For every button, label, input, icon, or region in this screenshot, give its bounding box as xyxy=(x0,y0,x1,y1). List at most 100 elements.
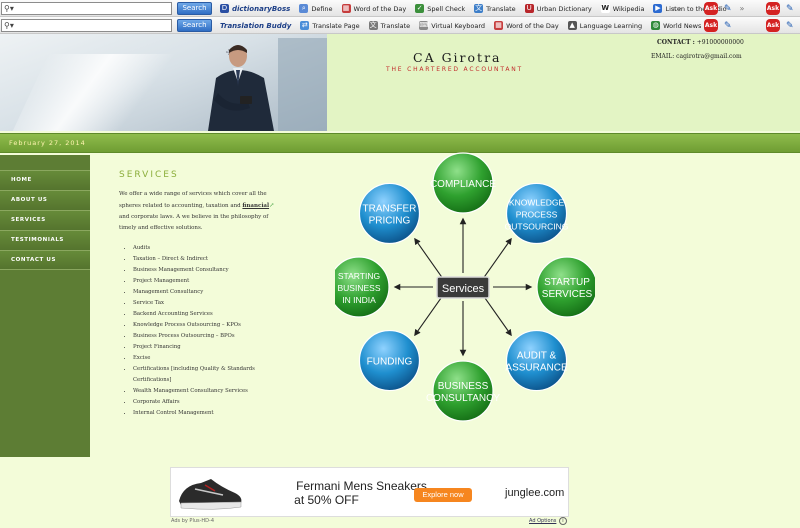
graduation-cap-icon: ▲ xyxy=(567,21,577,30)
toolbar-search-input[interactable]: ⚲▾ xyxy=(1,2,172,15)
toolbar2-ask-group[interactable]: Ask ✎ xyxy=(704,18,740,33)
ask-logo-icon[interactable]: Ask xyxy=(704,19,718,32)
sidebar-nav: HOME ABOUT US SERVICES TESTIMONIALS CONT… xyxy=(0,170,90,270)
diagram-node-label: BUSINESS xyxy=(438,381,489,392)
double-chevron-icon[interactable]: » xyxy=(739,4,745,13)
nav-about-us[interactable]: ABOUT US xyxy=(0,190,90,210)
diagram-node-label: STARTING xyxy=(338,271,380,281)
list-item: Internal Control Management xyxy=(133,408,284,419)
list-item: Management Consultancy xyxy=(133,287,284,298)
toolbar2-search-input[interactable]: ⚲▾ xyxy=(1,19,172,32)
site-title: CA Girotra xyxy=(413,50,502,65)
list-item: Service Tax xyxy=(133,298,284,309)
spellcheck-icon: ✓ xyxy=(415,4,425,13)
diagram-node-label: FUNDING xyxy=(367,357,413,368)
toolbar2-brand[interactable]: Translation Buddy xyxy=(220,21,292,30)
diagram-node-label: KNOWLEDGE xyxy=(509,197,565,207)
toolbar1-ask-group-2[interactable]: Ask ✎ xyxy=(766,1,800,16)
list-item: Business Management Consultancy xyxy=(133,265,284,276)
ad-options-link[interactable]: Ad Options xyxy=(529,518,557,524)
wikipedia-icon: W xyxy=(600,4,610,13)
toolbar1-nav-arrows[interactable]: «» xyxy=(672,1,688,16)
diagram-node-label: OUTSOURCING xyxy=(505,221,569,231)
services-list: Audits Taxation – Direct & Indirect Busi… xyxy=(133,243,284,419)
diagram-node-label: BUSINESS xyxy=(338,283,381,293)
toolbar-item-spell-check[interactable]: ✓Spell Check xyxy=(415,4,466,13)
diagram-node-label: AUDIT & xyxy=(517,351,557,362)
ask-logo-icon[interactable]: Ask xyxy=(766,19,780,32)
toolbar-item-radio[interactable]: ▶Listen to the Radio xyxy=(653,4,727,13)
diagram-node-label: COMPLIANCE xyxy=(430,179,496,190)
diagram-node xyxy=(536,256,595,318)
toolbar2-item-translate-page[interactable]: ⇄Translate Page xyxy=(300,21,360,30)
toolbar1-ask-group[interactable]: Ask ✎ » xyxy=(704,1,750,16)
hero-image: ✈ xyxy=(0,34,327,131)
diagram-node-label: TRANSFER xyxy=(363,203,417,214)
globe-icon: ◍ xyxy=(651,21,661,30)
diagram-node-label: PRICING xyxy=(369,215,411,226)
diagram-node-label: PROCESS xyxy=(516,209,558,219)
sneaker-image xyxy=(179,479,242,510)
ask-logo-icon[interactable]: Ask xyxy=(766,2,780,15)
nav-testimonials[interactable]: TESTIMONIALS xyxy=(0,230,90,250)
diagram-node-label: SERVICES xyxy=(542,289,593,300)
toolbar2-search-button[interactable]: Search xyxy=(177,19,212,32)
toolbar2-item-language-learning[interactable]: ▲Language Learning xyxy=(567,21,643,30)
contact-email: EMAIL: cagirotra@gmail.com xyxy=(651,53,742,60)
diagram-node xyxy=(335,256,390,318)
wrench-icon[interactable]: ✎ xyxy=(786,3,794,14)
nav-home[interactable]: HOME xyxy=(0,170,90,190)
search-icon: ⚲▾ xyxy=(4,21,14,30)
wrench-icon[interactable]: ✎ xyxy=(724,20,732,31)
toolbar2-item-virtual-keyboard[interactable]: ⌨Virtual Keyboard xyxy=(419,21,486,30)
toolbar2-item-word-of-day[interactable]: ▦Word of the Day xyxy=(494,21,559,30)
diagram-node-label: STARTUP xyxy=(544,277,590,288)
financial-link[interactable]: financial xyxy=(242,203,270,209)
toolbar-translation-buddy: ⚲▾ Search Translation Buddy ⇄Translate P… xyxy=(0,17,800,34)
info-icon[interactable]: i xyxy=(559,517,567,525)
list-item: Wealth Management Consultancy Services xyxy=(133,386,284,397)
toolbar2-ask-group-2[interactable]: Ask ✎ xyxy=(766,18,800,33)
nav-contact-us[interactable]: CONTACT US xyxy=(0,250,90,270)
list-item: Backend Accounting Services xyxy=(133,309,284,320)
search-icon: ⚲▾ xyxy=(4,4,14,13)
translate-icon: 文 xyxy=(474,4,484,13)
urban-dictionary-icon: U xyxy=(524,4,534,13)
ad-explore-button[interactable]: Explore now xyxy=(414,488,472,502)
translate-page-icon: ⇄ xyxy=(300,21,310,30)
toolbar2-item-world-news[interactable]: ◍World News xyxy=(651,21,702,30)
nav-services[interactable]: SERVICES xyxy=(0,210,90,230)
wrench-icon[interactable]: ✎ xyxy=(724,3,732,14)
section-title: SERVICES xyxy=(119,170,179,180)
toolbar-item-define[interactable]: ⌕Define xyxy=(299,4,333,13)
diagram-node xyxy=(432,360,494,422)
diagram-node-label: IN INDIA xyxy=(342,295,376,305)
contact-phone: CONTACT : +91000000000 xyxy=(657,39,744,46)
list-item: Project Management xyxy=(133,276,284,287)
calendar-icon: ▦ xyxy=(494,21,504,30)
toolbar-item-word-of-day[interactable]: ▦Word of the Day xyxy=(341,4,407,13)
toolbar-search-button[interactable]: Search xyxy=(177,2,212,15)
site-header: ✈ CA Girotra THE CHARTERED ACCOUNTANT CO… xyxy=(0,34,800,131)
diagram-node xyxy=(505,182,568,245)
diagram-node xyxy=(358,182,421,245)
sidebar: HOME ABOUT US SERVICES TESTIMONIALS CONT… xyxy=(0,155,90,457)
services-diagram: COMPLIANCE KNOWLEDGE PROCESS OUTSOURCING STA… xyxy=(335,152,595,422)
play-icon: ▶ xyxy=(653,4,663,13)
list-item: Taxation – Direct & Indirect xyxy=(133,254,284,265)
double-chevron-icon: «» xyxy=(672,4,682,13)
ask-logo-icon[interactable]: Ask xyxy=(704,2,718,15)
wrench-icon[interactable]: ✎ xyxy=(786,20,794,31)
center-node-label: Services xyxy=(442,283,485,295)
services-content: SERVICES We offer a wide range of servic… xyxy=(119,170,284,419)
